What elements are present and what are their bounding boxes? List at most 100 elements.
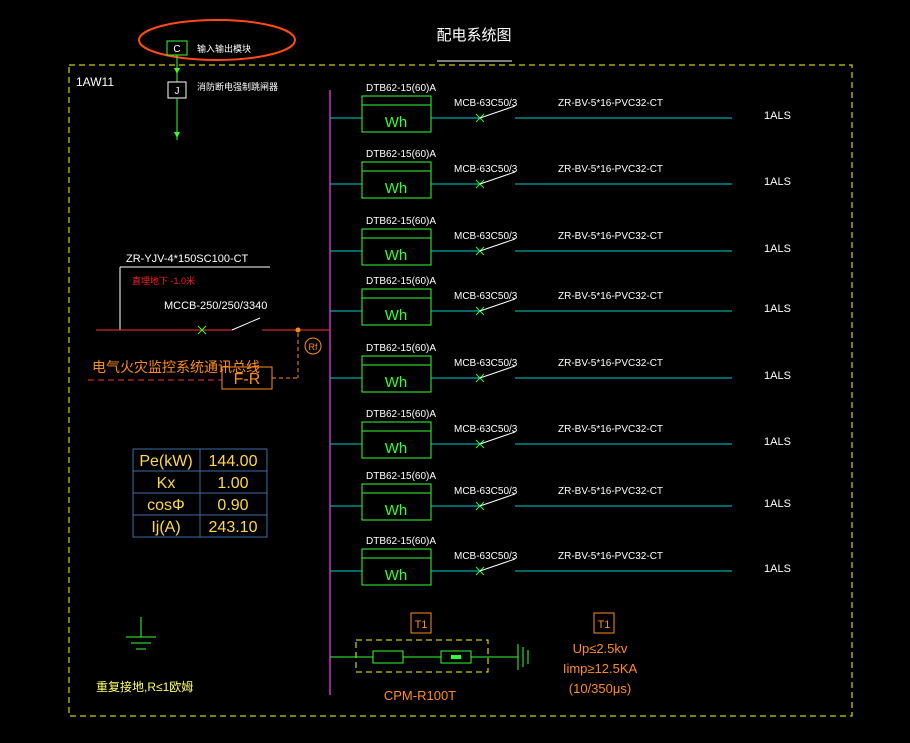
load-label-kx: Kx [157, 475, 176, 492]
load-label-ij: Ij(A) [151, 519, 180, 536]
arrow-down-icon [174, 132, 180, 138]
circuit-6-breaker-label: MCB-63C50/3 [454, 424, 518, 435]
spd-tag-box [410, 612, 432, 634]
spd-model: CPM-R100T [384, 688, 456, 703]
circuit-7-meter-label: DTB62-15(60)A [366, 471, 436, 482]
spd-spec-up: Up≤2.5kv [573, 641, 628, 656]
panel-id: 1AW11 [76, 75, 114, 89]
relay-label: 消防断电强制跳闸器 [197, 81, 278, 92]
circuit-5-meter-box [361, 355, 432, 393]
breaker-x-mark-icon [197, 325, 207, 335]
arrow-down-icon [174, 68, 180, 74]
io-module-label: 输入输出模块 [197, 43, 251, 54]
spd-spec-tag-box [593, 612, 615, 634]
circuit-5-breaker-switch [479, 365, 516, 379]
circuit-8-meter-label: DTB62-15(60)A [366, 536, 436, 547]
circuit-7-breaker-switch [479, 493, 516, 507]
load-value-kx: 1.00 [217, 475, 248, 492]
relay-box-label: J [175, 86, 180, 97]
circuit-2-cable-label: ZR-BV-5*16-PVC32-CT [558, 164, 663, 175]
load-label-cos: cosΦ [147, 497, 185, 514]
circuit-2-meter-label: DTB62-15(60)A [366, 149, 436, 160]
fr-module-label: F-R [234, 371, 261, 388]
circuit-8-meter-wh: Wh [385, 567, 408, 584]
circuit-5-meter-label: DTB62-15(60)A [366, 343, 436, 354]
circuit-5-breaker-label: MCB-63C50/3 [454, 358, 518, 369]
circuit-7-meter-box [361, 483, 432, 521]
load-value-ij: 243.10 [209, 519, 258, 536]
ground-label: 重复接地,R≤1欧姆 [96, 679, 193, 694]
circuit-3-cable-label: ZR-BV-5*16-PVC32-CT [558, 231, 663, 242]
load-label-pe: Pe(kW) [139, 453, 192, 470]
circuit-8-dest-label: 1ALS [764, 563, 791, 575]
junction-dot [295, 327, 301, 333]
circuit-7-cable-label: ZR-BV-5*16-PVC32-CT [558, 486, 663, 497]
spd-spec-iimp: Iimp≥12.5KA [563, 661, 638, 676]
circuit-6-meter-box [361, 421, 432, 459]
load-value-cos: 0.90 [217, 497, 248, 514]
circuit-2-meter-box [361, 161, 432, 199]
circuit-5-meter-wh: Wh [385, 374, 408, 391]
circuit-2-meter-wh: Wh [385, 180, 408, 197]
circuit-4-breaker-switch [479, 298, 516, 312]
circuit-8-breaker-label: MCB-63C50/3 [454, 551, 518, 562]
load-value-pe: 144.00 [209, 453, 258, 470]
circuit-8-breaker-switch [479, 558, 516, 572]
diagram-title: 配电系统图 [436, 27, 511, 44]
circuit-4-meter-wh: Wh [385, 307, 408, 324]
spd-spec-tag: T1 [598, 619, 611, 631]
circuit-6-meter-wh: Wh [385, 440, 408, 457]
incoming-red-note: 直埋地下 -1.0米 [132, 275, 195, 286]
spd-enclosure [355, 639, 489, 673]
circuit-2-breaker-switch [479, 171, 516, 185]
io-module-box-label: C [173, 44, 180, 55]
circuit-6-dest-label: 1ALS [764, 436, 791, 448]
circuit-6-cable-label: ZR-BV-5*16-PVC32-CT [558, 424, 663, 435]
circuit-7-meter-wh: Wh [385, 502, 408, 519]
circuit-3-breaker-label: MCB-63C50/3 [454, 231, 518, 242]
load-table: Pe(kW) 144.00 Kx 1.00 cosΦ 0.90 Ij(A) 24… [132, 448, 268, 538]
circuit-3-meter-box [361, 228, 432, 266]
spd-fuse-icon [372, 650, 404, 664]
circuit-2-breaker-label: MCB-63C50/3 [454, 164, 518, 175]
circuit-6-meter-label: DTB62-15(60)A [366, 409, 436, 420]
circuit-8-cable-label: ZR-BV-5*16-PVC32-CT [558, 551, 663, 562]
panel-frame [68, 64, 853, 717]
circuit-3-meter-wh: Wh [385, 247, 408, 264]
highlight-circle [138, 19, 296, 61]
circuit-4-meter-box [361, 288, 432, 326]
spd-spec-wave: (10/350μs) [569, 681, 631, 696]
circuit-3-breaker-switch [479, 238, 516, 252]
circuit-1-meter-box [361, 95, 432, 133]
rf-label: Rf [309, 342, 318, 352]
circuit-1-breaker-label: MCB-63C50/3 [454, 98, 518, 109]
main-breaker-switch [231, 317, 261, 331]
circuit-4-cable-label: ZR-BV-5*16-PVC32-CT [558, 291, 663, 302]
circuit-1-meter-label: DTB62-15(60)A [366, 83, 436, 94]
circuit-2-dest-label: 1ALS [764, 176, 791, 188]
fire-bus-label: 电气火灾监控系统通讯总线 [92, 359, 260, 375]
circuit-1-dest-label: 1ALS [764, 110, 791, 122]
circuit-4-breaker-label: MCB-63C50/3 [454, 291, 518, 302]
incoming-cable-label: ZR-YJV-4*150SC100-CT [126, 253, 249, 265]
circuit-3-meter-label: DTB62-15(60)A [366, 216, 436, 227]
spd-arrester-core [451, 655, 461, 659]
circuit-5-dest-label: 1ALS [764, 370, 791, 382]
circuit-6-breaker-switch [479, 431, 516, 445]
circuit-5-cable-label: ZR-BV-5*16-PVC32-CT [558, 358, 663, 369]
circuit-8-meter-box [361, 548, 432, 586]
circuit-7-dest-label: 1ALS [764, 498, 791, 510]
circuit-3-dest-label: 1ALS [764, 243, 791, 255]
incoming-breaker-label: MCCB-250/250/3340 [164, 300, 267, 312]
circuit-1-cable-label: ZR-BV-5*16-PVC32-CT [558, 98, 663, 109]
ground-icon [126, 617, 156, 650]
circuit-7-breaker-label: MCB-63C50/3 [454, 486, 518, 497]
circuit-1-breaker-switch [479, 105, 516, 119]
circuit-4-dest-label: 1ALS [764, 303, 791, 315]
rf-sensor-icon [304, 337, 322, 355]
spd-tag: T1 [415, 619, 428, 631]
circuit-1-meter-wh: Wh [385, 114, 408, 131]
